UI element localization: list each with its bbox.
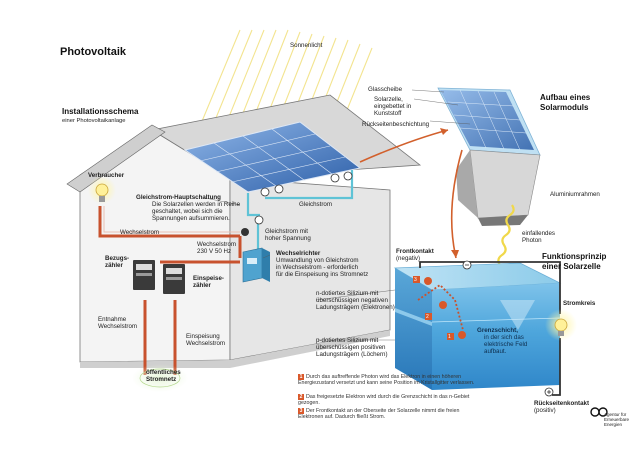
einspeisezaehler-label-2: zähler bbox=[193, 282, 211, 289]
n-doped-label-1: n-dotiertes Silizium mit bbox=[316, 290, 379, 297]
legend-num-3: 3 bbox=[298, 408, 304, 414]
lightbulb-icon bbox=[95, 183, 109, 202]
gleichstrom-hoch-label-1: Gleichstrom mit bbox=[265, 228, 308, 235]
step-3-number: 3 bbox=[414, 277, 417, 283]
verbraucher-label: Verbraucher bbox=[88, 172, 125, 179]
arrow-to-cell bbox=[450, 149, 463, 259]
grenz-label-1: Grenzschicht, bbox=[477, 327, 518, 334]
gleichstrom-haupt-label: Gleichstrom-Hauptschaltung bbox=[136, 194, 221, 201]
p-doped-label-3: Ladungsträgern (Löchern) bbox=[316, 351, 388, 358]
legend-text-1: Durch das auftreffende Photon wird das E… bbox=[298, 374, 475, 387]
gleichstrom-haupt-desc-1: Die Solarzellen werden in Reihe bbox=[152, 201, 241, 208]
module-heading-1: Aufbau eines bbox=[540, 93, 591, 102]
page-title: Photovoltaik bbox=[60, 46, 127, 58]
einfallend-label-1: einfallendes bbox=[522, 230, 556, 237]
logo-text: Agentur für Erneuerbare Energien bbox=[604, 412, 630, 427]
solar-module bbox=[437, 87, 541, 226]
netz-label-1: öffentliches bbox=[146, 369, 181, 376]
rueckkontakt-label-2: (positiv) bbox=[534, 407, 556, 414]
net-ring bbox=[139, 368, 181, 388]
arrow-head-module bbox=[440, 128, 448, 135]
roof-panels bbox=[183, 121, 362, 193]
gleichstrom-hoch-label-2: hoher Spannung bbox=[265, 235, 311, 242]
legend-text-3: Der Frontkontakt an der Oberseite der So… bbox=[298, 408, 460, 421]
gleichstrom-label: Gleichstrom bbox=[299, 201, 333, 208]
frontkontakt-label-2: (negativ) bbox=[396, 255, 421, 262]
install-subheading: einer Photovoltaikanlage bbox=[62, 118, 126, 124]
sunlight-label: Sonnenlicht bbox=[290, 42, 323, 49]
electron-steps bbox=[413, 276, 466, 340]
legend-num-1: 1 bbox=[298, 374, 304, 380]
wechselstrom-230-label-2: 230 V 50 Hz bbox=[197, 248, 232, 255]
wires-red bbox=[98, 206, 242, 375]
leader-lines bbox=[204, 89, 471, 341]
n-doped-label-3: Ladungsträgern (Elektronen) bbox=[316, 304, 395, 311]
bezugszaehler-label-2: zähler bbox=[105, 262, 123, 269]
step-1-number: 1 bbox=[448, 334, 451, 340]
netz-label-2: Stromnetz bbox=[146, 376, 177, 383]
glasscheibe-label: Glasscheibe bbox=[368, 86, 403, 93]
solarzelle-label-1: Solarzelle, bbox=[374, 96, 403, 103]
install-heading: Installationsschema bbox=[62, 107, 139, 116]
legend-text-2: Das freigesetzte Elektron wird durch die… bbox=[298, 394, 470, 407]
bezugszaehler-label-1: Bezugs- bbox=[105, 255, 130, 262]
rueckseite-label: Rückseitenbeschichtung bbox=[362, 121, 430, 128]
einspeisung-label-1: Einspeisung bbox=[186, 333, 220, 340]
rueckkontakt-label-1: Rückseitenkontakt bbox=[534, 400, 590, 407]
logo-mark bbox=[590, 407, 608, 417]
einspeisung-label-2: Wechselstrom bbox=[186, 340, 226, 347]
solar-cell-block bbox=[393, 262, 562, 390]
einspeisezaehler-label-1: Einspeise- bbox=[193, 275, 224, 282]
wechselrichter-desc-2: in Wechselstrom - erforderlich bbox=[276, 264, 359, 271]
entnahme-label-2: Wechselstrom bbox=[98, 323, 138, 330]
p-doped-label-2: überschüssigen positiven bbox=[316, 344, 386, 351]
grenz-label-2: in der sich das bbox=[484, 334, 524, 341]
wechselstrom-left-label: Wechselstrom bbox=[120, 229, 160, 236]
net-glow bbox=[132, 364, 188, 392]
einfallend-label-2: Photon bbox=[522, 237, 542, 244]
lightbulb-right-icon bbox=[554, 318, 568, 336]
step-2-number: 2 bbox=[426, 314, 429, 320]
wechselrichter-desc-1: Umwandlung von Gleichstrom bbox=[276, 257, 359, 264]
einspeisezaehler-meter bbox=[163, 264, 185, 294]
bezugszaehler-meter bbox=[133, 260, 155, 290]
grenz-label-4: aufbaut. bbox=[484, 348, 507, 355]
entnahme-label-1: Entnahme bbox=[98, 316, 127, 323]
cell-heading-1: Funktionsprinzip bbox=[542, 252, 607, 261]
solarzelle-label-2: eingebettet in bbox=[374, 103, 412, 110]
solarzelle-label-3: Kunststoff bbox=[374, 110, 402, 117]
legend-num-2: 2 bbox=[298, 394, 304, 400]
n-doped-label-2: überschüssigen negativen bbox=[316, 297, 388, 304]
rahmen-label: Aluminiumrahmen bbox=[550, 191, 600, 198]
stromkreis-label: Stromkreis bbox=[563, 300, 596, 307]
arrow-head-cell bbox=[451, 250, 459, 258]
cell-circuit bbox=[417, 261, 561, 396]
p-doped-label-1: p-dotiertes Silizium mit bbox=[316, 337, 379, 344]
wechselrichter-box bbox=[242, 247, 270, 283]
arrow-to-module bbox=[359, 129, 449, 163]
cell-heading-2: einer Solarzelle bbox=[542, 262, 601, 271]
frontkontakt-label-1: Frontkontakt bbox=[396, 248, 434, 255]
wechselrichter-label: Wechselrichter bbox=[276, 250, 321, 257]
gleichstrom-haupt-desc-2: geschaltet, wobei sich die bbox=[152, 208, 223, 215]
grenz-label-3: elektrische Feld bbox=[484, 341, 528, 348]
junction-icons bbox=[241, 171, 353, 236]
wechselrichter-desc-3: für die Einspeisung ins Stromnetz bbox=[276, 271, 369, 278]
gleichstrom-haupt-desc-3: Spannungen aufsummieren. bbox=[152, 215, 230, 222]
wechselstrom-230-label-1: Wechselstrom bbox=[197, 241, 237, 248]
module-heading-2: Solarmoduls bbox=[540, 103, 589, 112]
